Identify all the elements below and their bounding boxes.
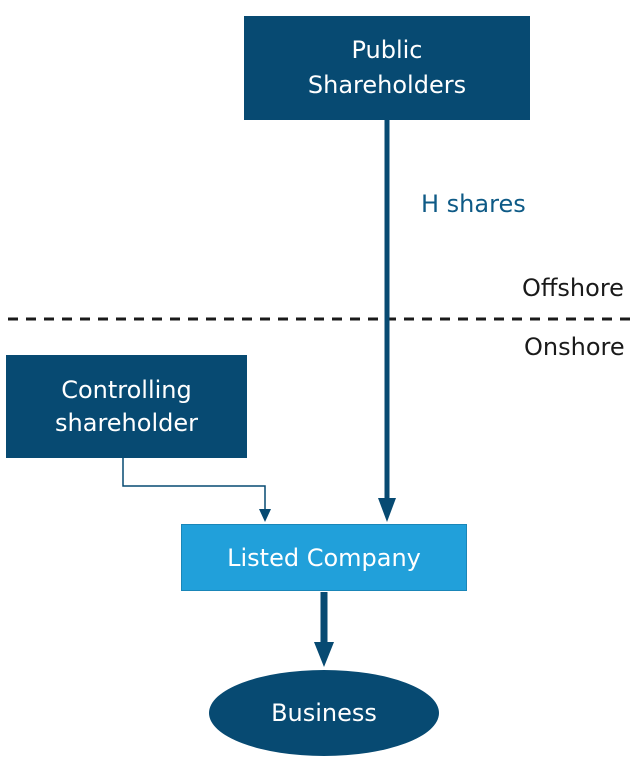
h-shares-label: H shares — [421, 190, 526, 218]
onshore-zone-label: Onshore — [524, 333, 625, 361]
listed-company-node: Listed Company — [181, 524, 467, 591]
offshore-zone-label: Offshore — [522, 274, 624, 302]
business-arrow — [314, 592, 334, 667]
public-shareholders-line1: Public — [351, 36, 423, 64]
control-arrow — [122, 458, 271, 522]
controlling-shareholder-line1: Controlling — [61, 375, 192, 404]
h-shares-arrow — [378, 120, 396, 522]
public-shareholders-line2: Shareholders — [307, 71, 467, 99]
listed-company-label: Listed Company — [227, 543, 421, 572]
public-shareholders-node: Public Shareholders — [244, 16, 530, 120]
business-label: Business — [271, 699, 377, 727]
business-node: Business — [209, 670, 439, 756]
controlling-shareholder-line2: shareholder — [55, 408, 198, 437]
controlling-shareholder-node: Controlling shareholder — [6, 355, 247, 458]
